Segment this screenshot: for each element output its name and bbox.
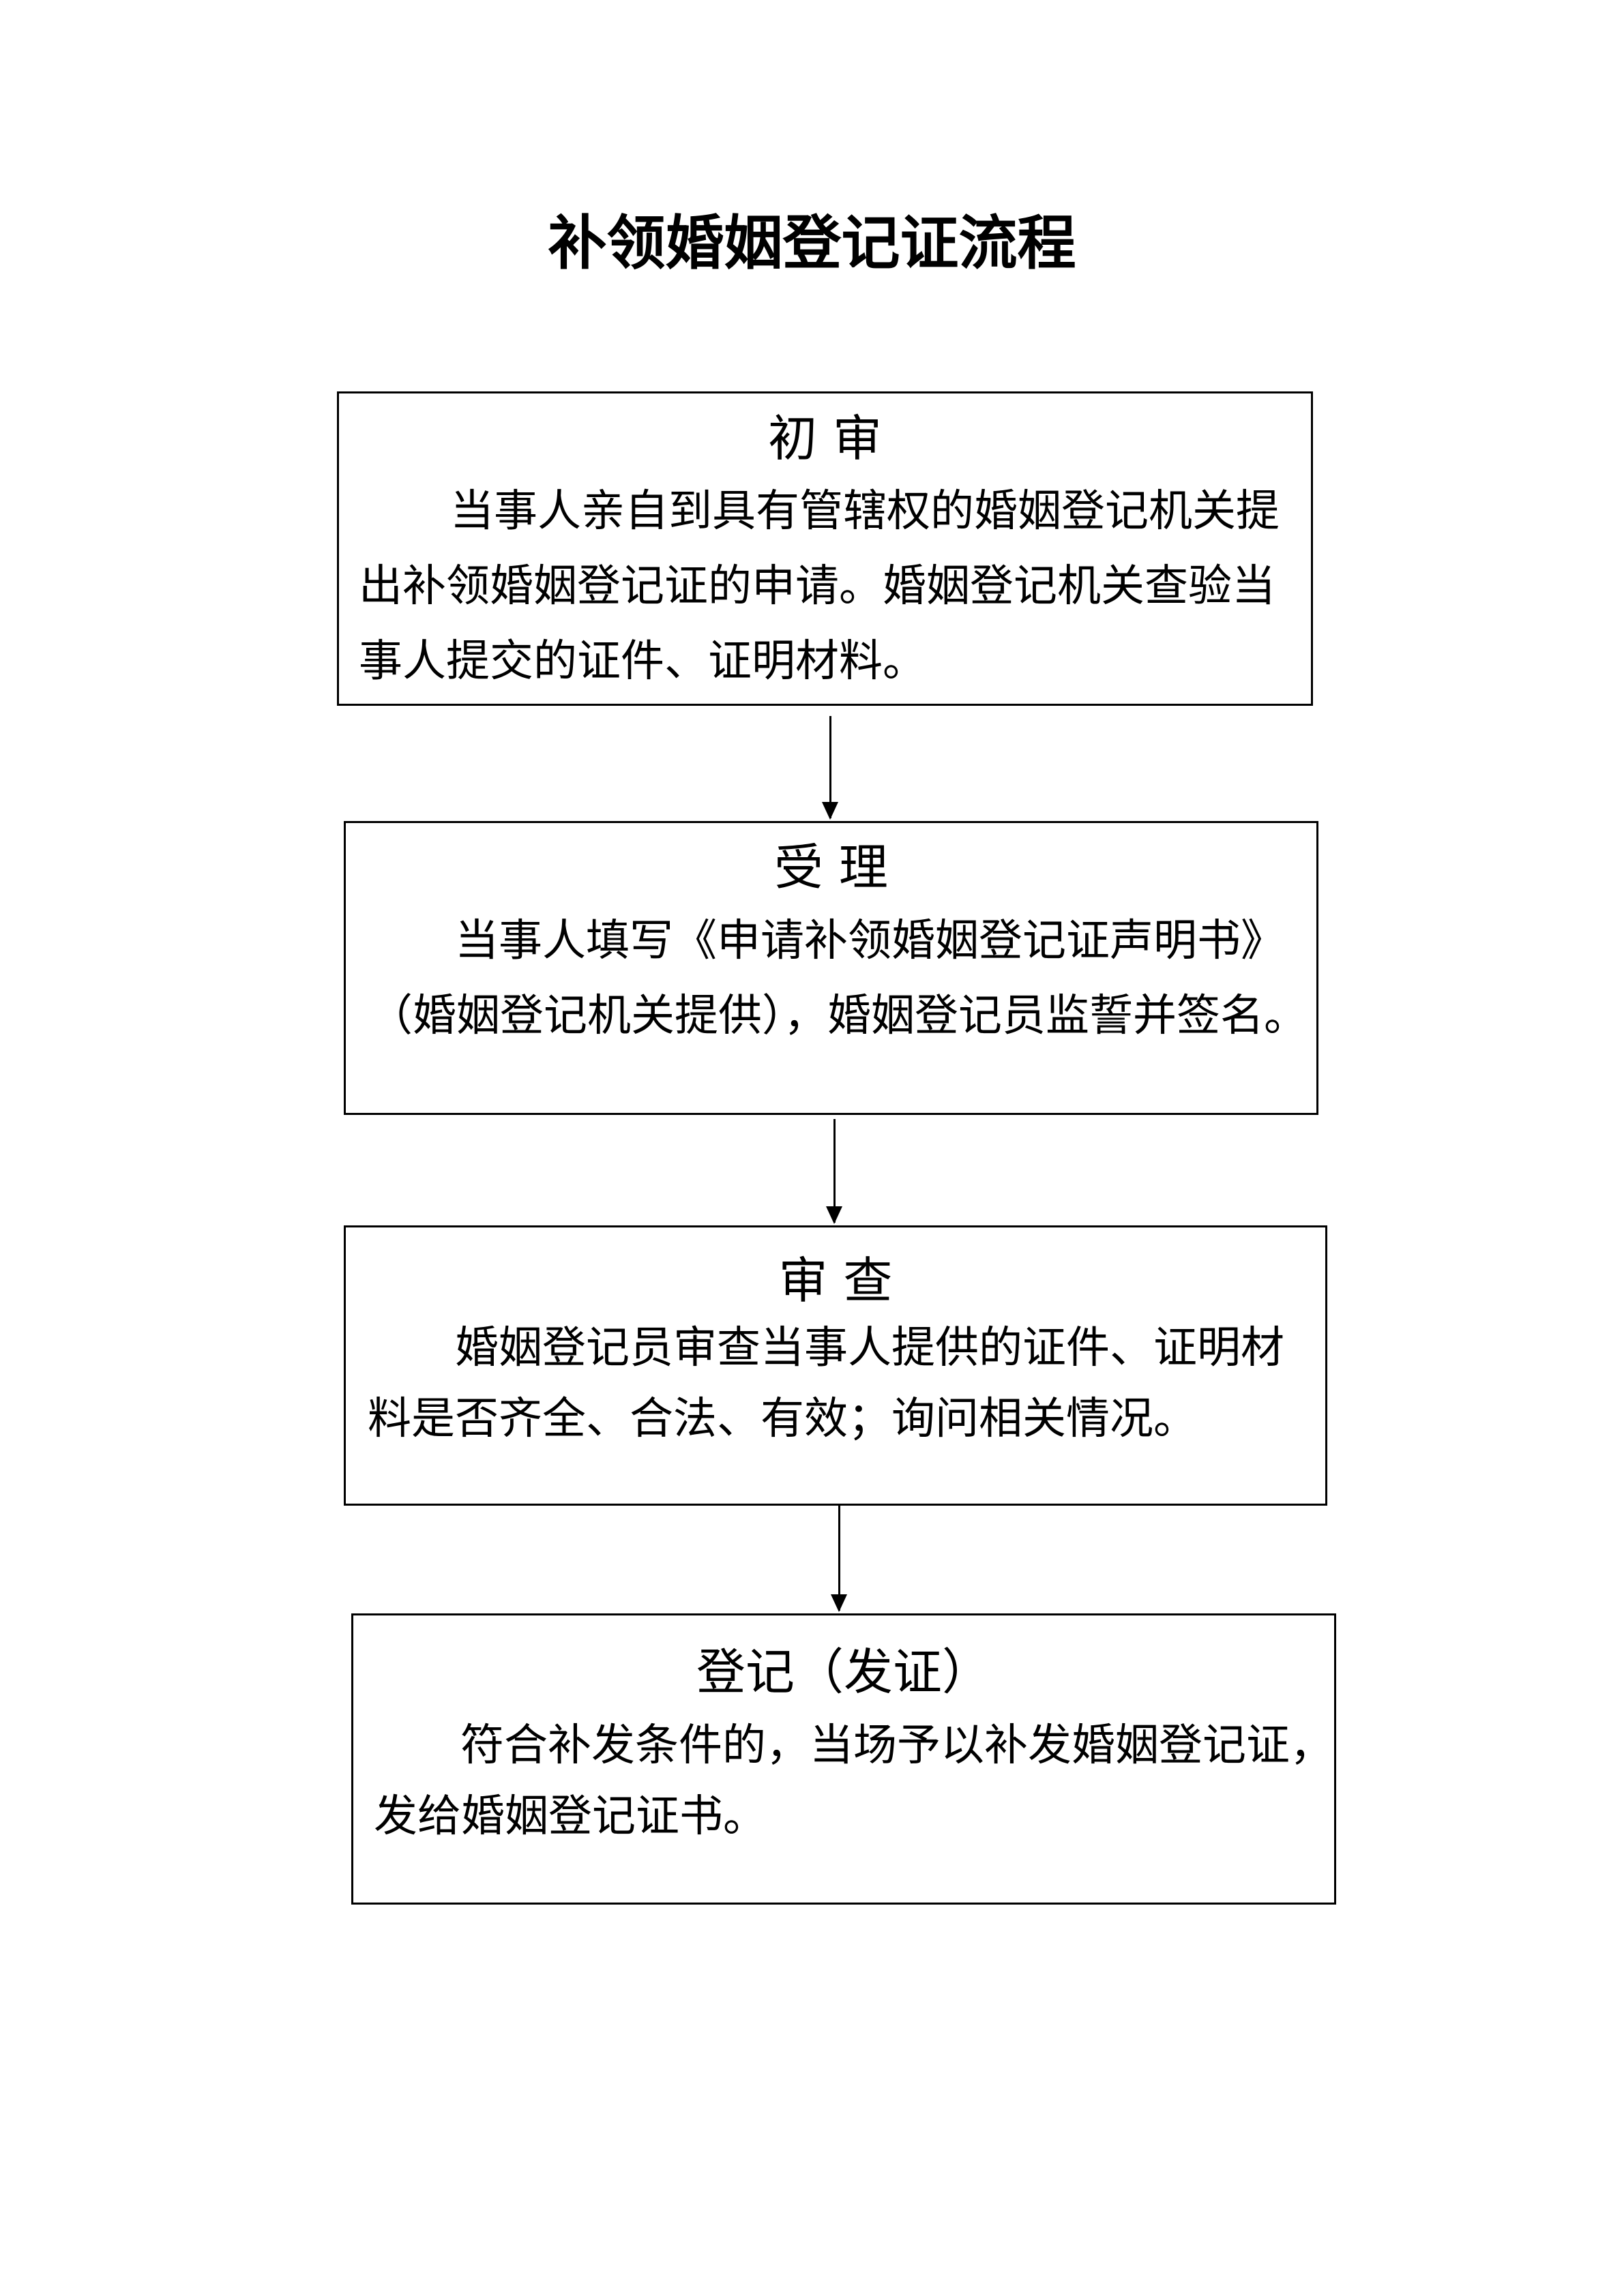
- flow-arrow: [822, 716, 838, 820]
- step-heading: 初 审: [768, 410, 882, 467]
- step-text-line: （婚姻登记机关提供），婚姻登记员监誓并签名。: [369, 991, 1308, 1041]
- step-text-line: 当事人亲自到具有管辖权的婚姻登记机关提: [450, 486, 1280, 537]
- step-text-line: 事人提交的证件、证明材料。: [359, 636, 926, 687]
- step-text-line: 婚姻登记员审查当事人提供的证件、证明材: [455, 1323, 1284, 1373]
- page-title: 补领婚姻登记证流程: [548, 209, 1076, 278]
- step-box-examination: 审 查 婚姻登记员审查当事人提供的证件、证明材 料是否齐全、合法、有效；询问相关…: [344, 1225, 1327, 1506]
- step-text-line: 符合补发条件的，当场予以补发婚姻登记证，: [460, 1720, 1333, 1771]
- flow-arrow: [831, 1506, 847, 1612]
- step-text-line: 发给婚姻登记证书。: [374, 1791, 767, 1842]
- step-text-line: 当事人填写《申请补领婚姻登记证声明书》: [455, 916, 1284, 966]
- step-heading: 受 理: [774, 839, 888, 896]
- step-box-initial-review: 初 审 当事人亲自到具有管辖权的婚姻登记机关提 出补领婚姻登记证的申请。婚姻登记…: [337, 391, 1313, 706]
- step-box-registration: 登记（发证） 符合补发条件的，当场予以补发婚姻登记证， 发给婚姻登记证书。: [351, 1613, 1336, 1905]
- step-text-line: 出补领婚姻登记证的申请。婚姻登记机关查验当: [359, 561, 1275, 612]
- step-heading: 审 查: [778, 1252, 893, 1309]
- step-text-line: 料是否齐全、合法、有效；询问相关情况。: [368, 1394, 1197, 1444]
- step-box-acceptance: 受 理 当事人填写《申请补领婚姻登记证声明书》 （婚姻登记机关提供），婚姻登记员…: [344, 821, 1318, 1115]
- flow-arrow: [826, 1119, 842, 1224]
- step-heading: 登记（发证）: [696, 1643, 991, 1701]
